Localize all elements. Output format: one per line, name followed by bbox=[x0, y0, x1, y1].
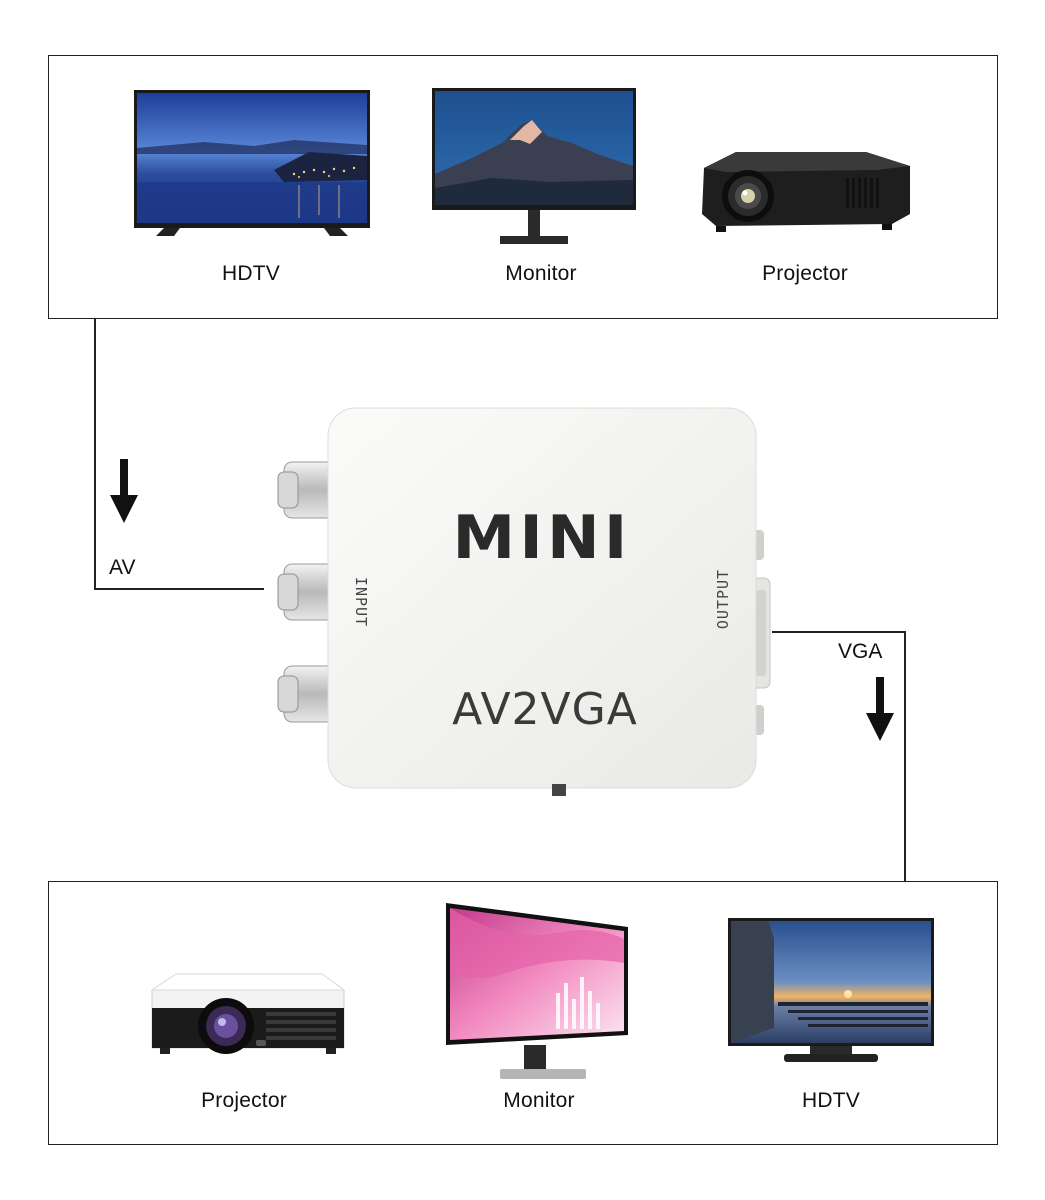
av-label: AV bbox=[109, 556, 136, 579]
arrow-down-icon bbox=[866, 677, 894, 741]
device-label: Projector bbox=[762, 262, 848, 285]
converter-output-label: OUTPUT bbox=[714, 568, 732, 630]
converter-model: AV2VGA bbox=[452, 684, 638, 735]
monitor-icon bbox=[432, 88, 636, 250]
device-label: Monitor bbox=[505, 262, 577, 285]
arrow-down-icon bbox=[110, 459, 138, 523]
vga-wire bbox=[904, 631, 906, 882]
projector-icon bbox=[146, 968, 346, 1060]
hdtv-icon bbox=[728, 918, 934, 1066]
vga-wire bbox=[772, 631, 905, 633]
device-label: Projector bbox=[201, 1089, 287, 1112]
av-wire bbox=[94, 588, 264, 590]
device-label: HDTV bbox=[222, 262, 280, 285]
av-wire bbox=[94, 319, 96, 589]
converter-input-label: INPUT bbox=[352, 576, 370, 628]
hdtv-icon bbox=[134, 90, 370, 238]
converter-brand: MINI bbox=[452, 503, 632, 573]
projector-icon bbox=[696, 148, 914, 234]
device-label: HDTV bbox=[802, 1089, 860, 1112]
device-label: Monitor bbox=[503, 1089, 575, 1112]
monitor-icon bbox=[446, 903, 628, 1083]
vga-label: VGA bbox=[838, 640, 883, 663]
av2vga-converter bbox=[270, 400, 790, 810]
